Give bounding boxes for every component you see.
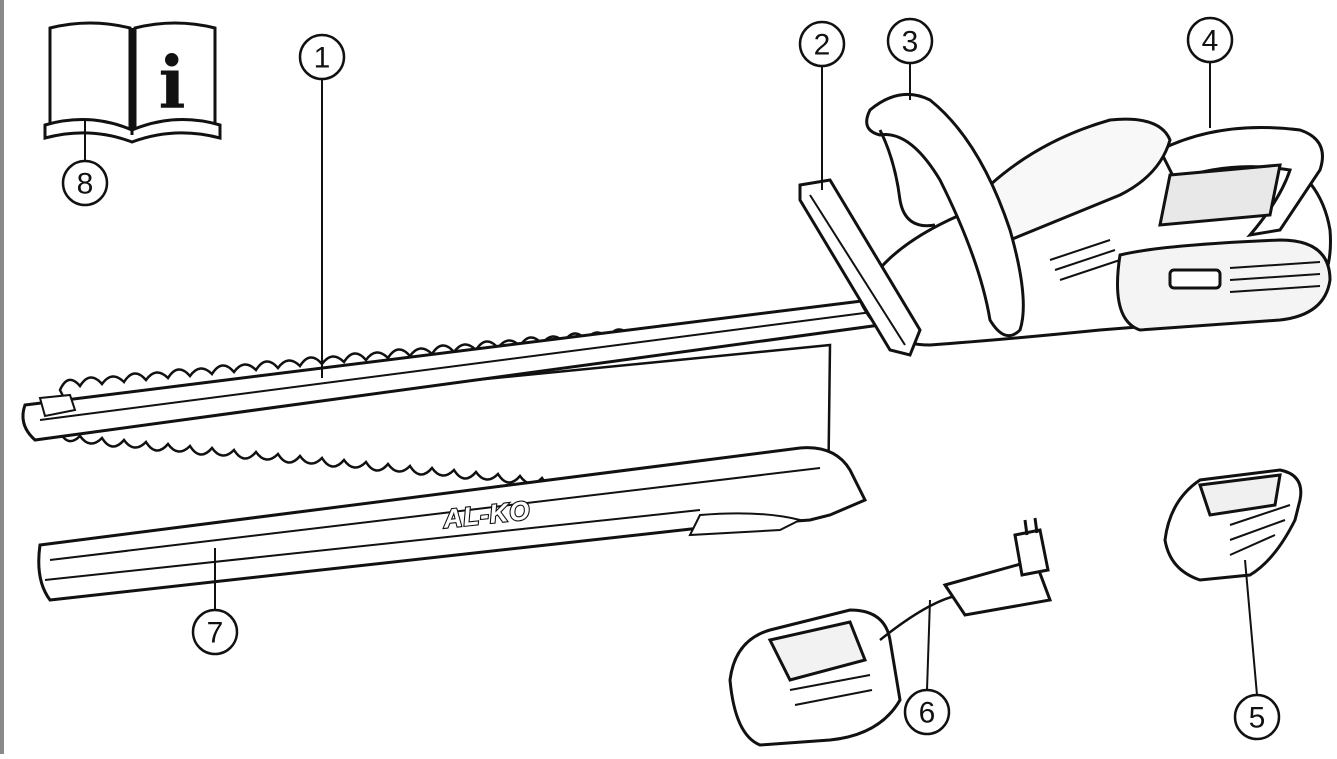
- svg-text:8: 8: [77, 168, 94, 201]
- charger: [728, 593, 961, 747]
- callout-8: 8: [61, 159, 109, 207]
- callouts: 1 2 3 4 5 6 7: [61, 16, 1281, 741]
- blade-sheath: AL-KO: [37, 446, 868, 602]
- callout-3: 3: [886, 17, 934, 65]
- callout-5: 5: [1233, 693, 1281, 741]
- battery-pack: [1163, 468, 1303, 582]
- svg-text:1: 1: [314, 42, 331, 75]
- leader-lines: [84, 62, 1258, 696]
- svg-text:7: 7: [207, 617, 224, 650]
- svg-text:5: 5: [1249, 702, 1266, 735]
- power-adapter: [942, 517, 1053, 617]
- callout-4: 4: [1186, 16, 1234, 64]
- callout-1: 1: [298, 33, 346, 81]
- svg-text:4: 4: [1202, 25, 1219, 58]
- trimmer-body: [798, 92, 1332, 357]
- svg-text:6: 6: [919, 697, 936, 730]
- manual-info-glyph: i: [158, 40, 185, 125]
- svg-text:2: 2: [814, 29, 831, 62]
- callout-6: 6: [903, 688, 951, 736]
- svg-text:3: 3: [902, 26, 919, 59]
- callout-2: 2: [798, 20, 846, 68]
- manual-book-icon: i: [43, 21, 222, 144]
- callout-7: 7: [191, 608, 239, 656]
- left-border: [0, 0, 4, 754]
